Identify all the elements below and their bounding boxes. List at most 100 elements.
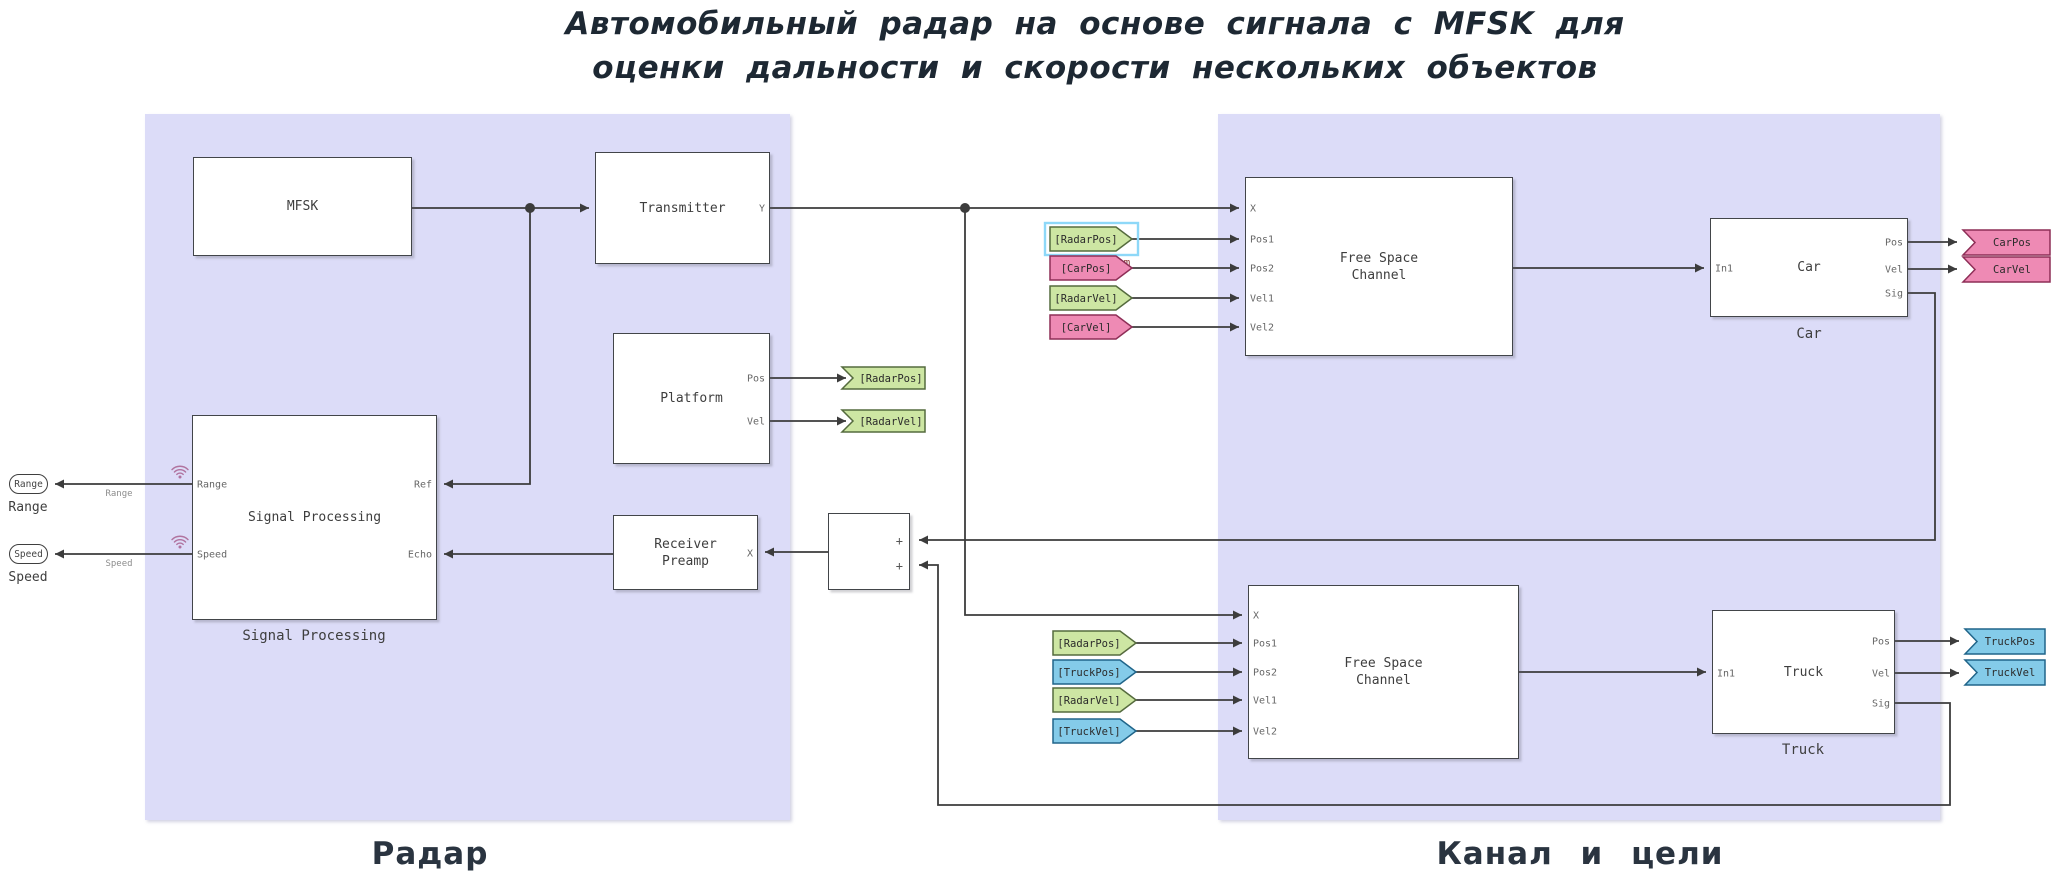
fsc-top-line2: Channel	[1351, 267, 1407, 283]
port-pos: Pos	[1871, 636, 1890, 648]
block-free-space-channel-bottom[interactable]: Free Space Channel X Pos1 Pos2 Vel1 Vel2	[1248, 585, 1519, 759]
sink-range[interactable]: Range	[9, 474, 48, 494]
wire-label-speed: Speed	[105, 559, 133, 569]
port-vel: Vel	[1884, 264, 1903, 276]
block-platform[interactable]: Platform Pos Vel	[613, 333, 770, 464]
port-echo: Echo	[407, 549, 432, 561]
sum-plus-bottom: +	[895, 559, 903, 573]
block-car-label: Car	[1797, 260, 1821, 275]
goto-tag-radarvel[interactable]: [RadarVel]	[840, 409, 926, 433]
port-in1: In1	[1715, 263, 1734, 275]
port-x: X	[1253, 610, 1260, 622]
sum-plus-top: +	[895, 534, 903, 548]
svg-text:[RadarVel]: [RadarVel]	[1054, 293, 1117, 305]
port-speed: Speed	[197, 549, 228, 561]
block-receiver-preamp[interactable]: Receiver Preamp X	[613, 515, 758, 590]
port-x: X	[746, 548, 753, 560]
port-vel2: Vel2	[1253, 726, 1278, 738]
port-vel1: Vel1	[1253, 695, 1278, 707]
goto-tag-carpos[interactable]: CarPos	[1961, 229, 2051, 256]
sink-speed-text: Speed	[14, 548, 43, 560]
goto-tag-radarpos[interactable]: [RadarPos]	[840, 366, 926, 390]
port-vel1: Vel1	[1250, 293, 1275, 305]
port-in1: In1	[1717, 668, 1736, 680]
from-tag-radarpos-bottom[interactable]: [RadarPos]	[1052, 630, 1138, 656]
svg-text:[RadarVel]: [RadarVel]	[859, 416, 922, 428]
sink-range-text: Range	[14, 478, 43, 490]
svg-text:[TruckPos]: [TruckPos]	[1057, 667, 1120, 679]
wire-branch-to-fsc2-x	[964, 208, 1242, 620]
diagram-title[interactable]: Автомобильный радар на основе сигнала с …	[520, 2, 1670, 90]
from-tag-carpos[interactable]: [CarPos]	[1049, 255, 1134, 281]
sink-speed-label: Speed	[8, 570, 48, 585]
block-fsc-top-label: Free Space Channel	[1246, 178, 1512, 355]
from-tag-carvel[interactable]: [CarVel]	[1049, 314, 1134, 340]
block-free-space-channel-top[interactable]: Free Space Channel X Pos1 Pos2 Vel1 Vel2	[1245, 177, 1513, 356]
diagram-title-line2: оценки дальности и скорости нескольких о…	[592, 50, 1598, 86]
port-y: Y	[758, 203, 765, 215]
fsc-bottom-line1: Free Space	[1344, 656, 1423, 671]
diagram-title-line1: Автомобильный радар на основе сигнала с …	[565, 6, 1625, 42]
port-sig: Sig	[1884, 288, 1903, 300]
from-tag-radarvel-bottom[interactable]: [RadarVel]	[1052, 687, 1138, 713]
sink-range-label: Range	[8, 500, 48, 515]
port-pos: Pos	[746, 373, 765, 385]
svg-text:CarVel: CarVel	[1993, 264, 2031, 276]
sink-speed[interactable]: Speed	[9, 544, 48, 564]
block-mfsk-label: MFSK	[286, 199, 319, 214]
from-tag-truckpos[interactable]: [TruckPos]	[1052, 659, 1138, 685]
port-pos2: Pos2	[1253, 667, 1278, 679]
block-truck-label: Truck	[1783, 664, 1824, 680]
port-x: X	[1250, 203, 1257, 215]
port-vel2: Vel2	[1250, 322, 1275, 334]
svg-text:TruckPos: TruckPos	[1985, 636, 2036, 648]
from-tag-truckvel[interactable]: [TruckVel]	[1052, 718, 1138, 744]
block-mfsk[interactable]: MFSK	[193, 157, 412, 256]
port-pos2: Pos2	[1250, 263, 1275, 275]
block-fsc-bottom-label: Free Space Channel	[1249, 586, 1518, 758]
fsc-top-line1: Free Space	[1339, 250, 1419, 266]
selected-block-name-label: From	[1104, 256, 1131, 269]
receiver-preamp-line1: Receiver	[654, 536, 717, 552]
fsc-bottom-line2: Channel	[1356, 673, 1411, 688]
block-truck[interactable]: Truck In1 Pos Vel Sig	[1712, 610, 1895, 734]
block-signal-processing-sublabel: Signal Processing	[242, 628, 386, 644]
port-vel: Vel	[746, 416, 765, 428]
svg-text:[RadarVel]: [RadarVel]	[1057, 695, 1120, 707]
goto-tag-truckvel[interactable]: TruckVel	[1963, 659, 2046, 686]
block-transmitter[interactable]: Transmitter Y	[595, 152, 770, 264]
block-signal-processing-label: Signal Processing	[247, 510, 382, 525]
svg-text:[CarPos]: [CarPos]	[1061, 263, 1112, 275]
area-label-radar[interactable]: Радар	[371, 836, 489, 872]
svg-text:[RadarPos]: [RadarPos]	[1054, 234, 1117, 246]
block-receiver-preamp-label: Receiver Preamp	[614, 516, 757, 589]
block-car[interactable]: Car In1 Pos Vel Sig	[1710, 218, 1908, 317]
receiver-preamp-line2: Preamp	[662, 553, 709, 569]
branch-dot	[960, 203, 970, 213]
svg-text:[RadarPos]: [RadarPos]	[859, 373, 922, 385]
block-sum[interactable]: + +	[828, 513, 910, 590]
wire-label-range: Range	[105, 489, 133, 499]
port-sig: Sig	[1871, 698, 1890, 710]
from-tag-radarvel-top[interactable]: [RadarVel]	[1049, 285, 1134, 311]
svg-text:[RadarPos]: [RadarPos]	[1057, 638, 1120, 650]
from-tag-radarpos-top[interactable]: [RadarPos]	[1043, 221, 1140, 257]
block-transmitter-label: Transmitter	[639, 200, 726, 216]
goto-tag-carvel[interactable]: CarVel	[1961, 256, 2051, 283]
block-truck-sublabel: Truck	[1781, 742, 1825, 758]
port-pos: Pos	[1884, 237, 1903, 249]
svg-text:CarPos: CarPos	[1993, 237, 2031, 249]
port-pos1: Pos1	[1250, 234, 1275, 246]
area-label-channel[interactable]: Канал и цели	[1436, 836, 1724, 872]
port-pos1: Pos1	[1253, 638, 1278, 650]
port-vel: Vel	[1871, 668, 1890, 680]
block-car-sublabel: Car	[1796, 326, 1822, 342]
port-range: Range	[197, 479, 228, 491]
goto-tag-truckpos[interactable]: TruckPos	[1963, 628, 2046, 655]
svg-text:TruckVel: TruckVel	[1985, 667, 2036, 679]
port-ref: Ref	[413, 479, 432, 491]
svg-text:[CarVel]: [CarVel]	[1061, 322, 1112, 334]
block-signal-processing[interactable]: Signal Processing Range Speed Ref Echo	[192, 415, 437, 620]
svg-text:[TruckVel]: [TruckVel]	[1057, 726, 1120, 738]
